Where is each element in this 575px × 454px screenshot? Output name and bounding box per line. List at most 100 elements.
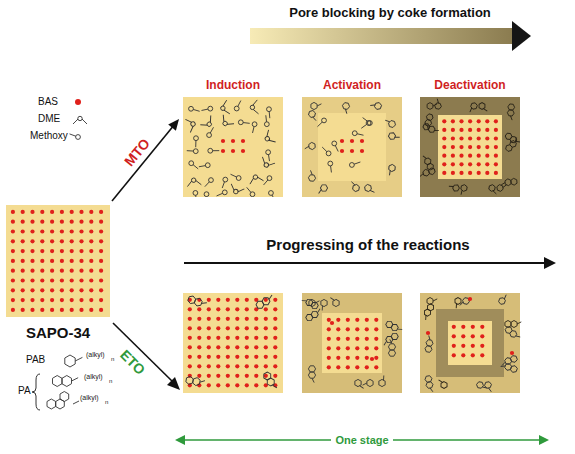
bas-dot — [452, 353, 456, 357]
zeolite-crystal: Deactivation — [420, 97, 520, 197]
bas-dot — [245, 383, 249, 387]
bas-dot — [254, 383, 258, 387]
methoxy-icon — [269, 112, 271, 119]
bas-dot — [226, 307, 230, 311]
methoxy-icon — [222, 182, 224, 188]
bas-dot — [452, 344, 456, 348]
bas-dot — [11, 220, 15, 224]
bas-dot — [70, 249, 74, 253]
aromatic-icon — [421, 303, 435, 321]
bas-dot — [89, 249, 93, 253]
aromatic-icon — [388, 131, 401, 142]
bas-dot — [451, 145, 455, 149]
bas-dot — [79, 308, 83, 312]
figure-part — [363, 383, 367, 385]
bas-dot — [197, 364, 201, 368]
bas-dot — [264, 374, 268, 378]
figure-part — [434, 103, 442, 110]
bas-dot — [254, 345, 258, 349]
bas-dot — [451, 162, 455, 166]
bas-dot — [510, 351, 514, 355]
subscript: n — [109, 378, 112, 385]
bas-dot — [11, 259, 15, 263]
bas-dot — [477, 162, 481, 166]
bas-dot — [245, 364, 249, 368]
bas-dot — [30, 239, 34, 243]
bas-dot — [235, 374, 239, 378]
methoxy-icon — [195, 195, 197, 197]
bas-dot — [60, 229, 64, 233]
figure-part — [317, 104, 321, 106]
methoxy-icon — [189, 106, 194, 111]
dme-icon — [229, 184, 245, 196]
figure-part — [194, 297, 203, 307]
bas-dot — [336, 365, 340, 369]
figure-part — [385, 119, 390, 124]
bas-dot — [235, 317, 239, 321]
methoxy-icon — [264, 122, 269, 127]
bas-dot — [494, 119, 498, 123]
bas-dot — [30, 269, 34, 273]
figure-part — [190, 121, 196, 127]
arrow-head — [168, 119, 179, 131]
bas-dot — [40, 239, 44, 243]
bas-dot — [374, 327, 378, 331]
subscript: n — [111, 356, 114, 363]
bas-dot — [30, 259, 34, 263]
figure-part — [501, 362, 506, 365]
figure-part — [191, 178, 196, 183]
aromatic-icon — [329, 295, 341, 308]
bas-dot — [273, 317, 277, 321]
bas-dot — [254, 326, 258, 330]
bas-dot — [226, 298, 230, 302]
methoxy-icon — [317, 122, 322, 127]
bas-dot — [485, 162, 489, 166]
crystal-drawing — [183, 97, 283, 197]
bas-dot — [340, 149, 344, 153]
bas-dot — [40, 259, 44, 263]
bas-dot — [99, 269, 103, 273]
bas-dot — [468, 171, 472, 175]
methoxy-icon — [267, 176, 272, 181]
figure-part — [420, 174, 424, 177]
methoxy-icon — [264, 180, 268, 185]
bas-dot — [216, 298, 220, 302]
crystal-drawing — [302, 97, 402, 197]
figure-part — [516, 334, 521, 338]
bas-dot — [70, 239, 74, 243]
figure-part — [483, 108, 487, 113]
bas-dot — [254, 355, 258, 359]
methoxy-icon — [238, 120, 243, 125]
aromatic-icon — [475, 380, 487, 392]
bas-dot — [245, 326, 249, 330]
aromatic-icon — [457, 184, 469, 196]
figure-part — [308, 175, 316, 182]
bas-dot — [197, 336, 201, 340]
bas-dot — [350, 139, 354, 143]
bas-dot — [197, 326, 201, 330]
arrow-head — [544, 257, 556, 269]
figure-part — [249, 176, 264, 184]
bas-dot — [40, 278, 44, 282]
bas-dot — [273, 374, 277, 378]
bas-dot — [451, 119, 455, 123]
bas-dot — [21, 210, 25, 214]
bas-dot — [355, 365, 359, 369]
bas-dot — [21, 288, 25, 292]
methoxy-icon — [265, 115, 267, 122]
bas-dot — [60, 298, 64, 302]
bas-dot — [461, 325, 465, 329]
bas-dot — [197, 317, 201, 321]
figure-part — [308, 372, 315, 378]
figure-part — [510, 116, 512, 120]
bas-dot — [30, 229, 34, 233]
methoxy-icon — [207, 133, 212, 138]
bas-dot — [99, 249, 103, 253]
arrow-line — [112, 126, 173, 201]
bas-dot — [50, 239, 54, 243]
bas-dot — [235, 307, 239, 311]
bas-dot — [221, 149, 225, 153]
figure-part — [60, 392, 69, 402]
methoxy-icon — [195, 141, 196, 148]
methoxy-icon — [193, 149, 198, 154]
